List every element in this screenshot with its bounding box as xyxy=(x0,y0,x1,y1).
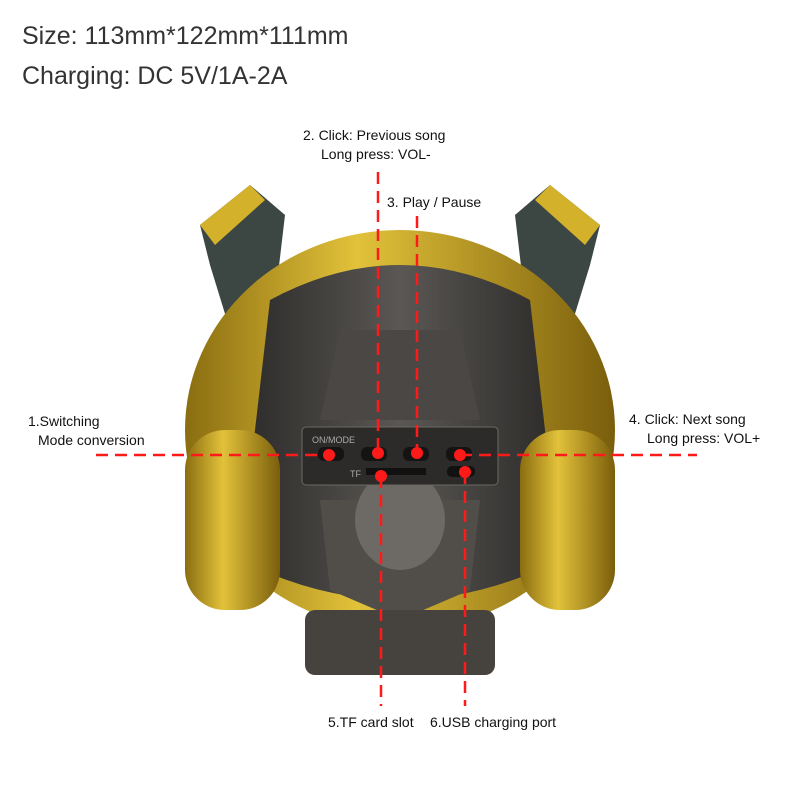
charging-spec: Charging: DC 5V/1A-2A xyxy=(22,62,288,90)
callout-1-line2: Mode conversion xyxy=(38,432,145,448)
callout-lines xyxy=(96,172,697,706)
panel-mode-label: ON/MODE xyxy=(312,435,355,445)
callout-1: 1.Switching Mode conversion xyxy=(28,412,145,450)
base xyxy=(305,610,495,675)
callout-3: 3. Play / Pause xyxy=(387,194,482,210)
callout-1-line1: 1.Switching xyxy=(28,413,100,429)
callout-2-line1: 2. Click: Previous song xyxy=(303,127,446,143)
callout-6: 6.USB charging port xyxy=(430,714,557,730)
callout-dots xyxy=(323,447,471,482)
tf-card-slot xyxy=(366,468,426,475)
callout-4-line2: Long press: VOL+ xyxy=(647,430,761,446)
left-earcup xyxy=(185,430,280,610)
callout-4: 4. Click: Next song Long press: VOL+ xyxy=(629,410,760,448)
callout-4-line1: 4. Click: Next song xyxy=(629,411,746,427)
right-earcup xyxy=(520,430,615,610)
callout-2-line2: Long press: VOL- xyxy=(321,146,431,162)
callout-5: 5.TF card slot xyxy=(328,714,414,730)
panel-tf-label: TF xyxy=(350,469,361,479)
size-spec: Size: 113mm*122mm*111mm xyxy=(22,22,349,50)
callout-2: 2. Click: Previous song Long press: VOL- xyxy=(303,126,445,164)
